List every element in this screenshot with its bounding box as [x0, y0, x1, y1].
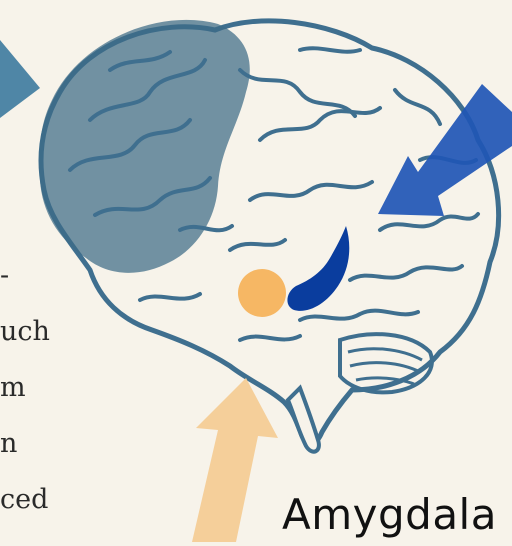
side-text-line-2: uch [0, 304, 60, 360]
brain-body [39, 20, 498, 452]
peach-arrow [192, 378, 278, 542]
side-text-line-1: - [0, 248, 60, 304]
side-text-column: - uch m n ced [0, 248, 60, 528]
side-text-line-4: n [0, 416, 60, 472]
amygdala-dot [238, 269, 286, 317]
teal-arrow [0, 40, 40, 118]
side-text-line-3: m [0, 360, 60, 416]
side-text-line-5: ced [0, 472, 60, 528]
amygdala-caption: Amygdala [282, 490, 497, 539]
